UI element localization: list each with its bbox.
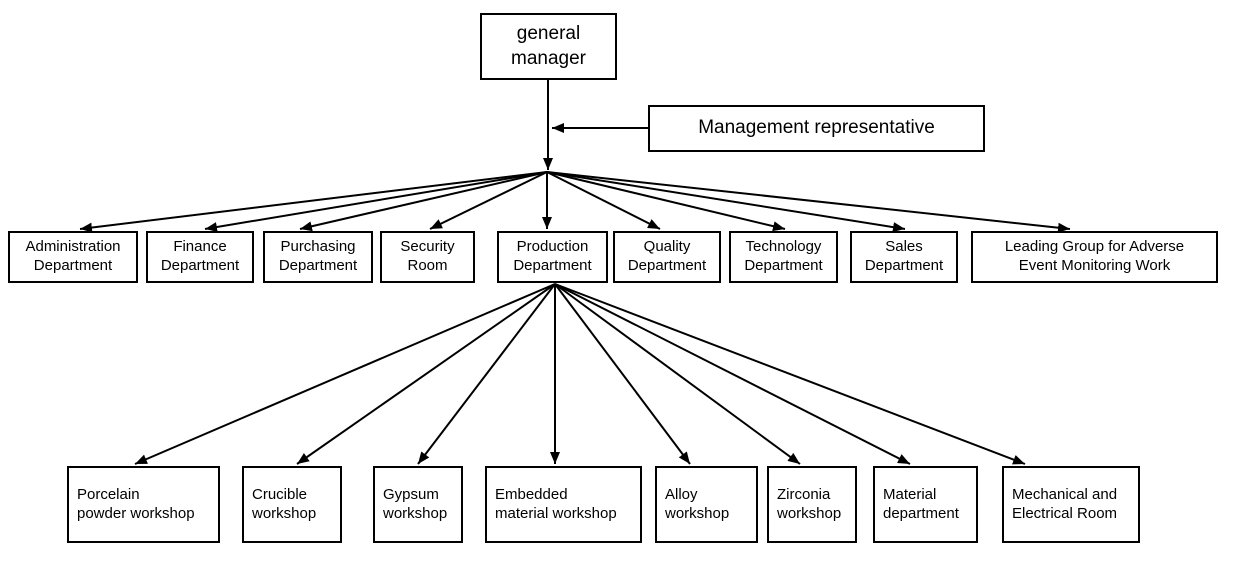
edge-technology (546, 171, 786, 232)
node-sales-department: Sales Department (850, 231, 958, 283)
edge-leading-group (546, 171, 1071, 233)
node-management-representative: Management representative (648, 105, 985, 152)
node-security-room: Security Room (380, 231, 475, 283)
node-embedded-material-workshop: Embedded material workshop (485, 466, 642, 543)
edge-mechanical-electrical-room (554, 283, 1026, 465)
node-mechanical-electrical-room: Mechanical and Electrical Room (1002, 466, 1140, 543)
node-purchasing-department: Purchasing Department (263, 231, 373, 283)
edge-zirconia-workshop (554, 283, 801, 465)
edge-administration (79, 171, 548, 233)
node-production-department: Production Department (497, 231, 608, 283)
node-crucible-workshop: Crucible workshop (242, 466, 342, 543)
edge-purchasing (299, 171, 548, 232)
node-zirconia-workshop: Zirconia workshop (767, 466, 857, 543)
node-material-department: Material department (873, 466, 978, 543)
node-gypsum-workshop: Gypsum workshop (373, 466, 463, 543)
edge-crucible-workshop (296, 283, 556, 465)
edge-material-department (554, 283, 911, 465)
edge-alloy-workshop (554, 283, 691, 465)
node-porcelain-powder-workshop: Porcelain powder workshop (67, 466, 220, 543)
node-administration-department: Administration Department (8, 231, 138, 283)
edge-porcelain-powder-workshop (134, 283, 556, 465)
edge-quality (546, 171, 661, 230)
node-general-manager: general manager (480, 13, 617, 80)
node-leading-group: Leading Group for Adverse Event Monitori… (971, 231, 1218, 283)
edge-security (429, 171, 548, 230)
edge-sales (546, 171, 906, 233)
edge-gypsum-workshop (417, 283, 556, 465)
node-finance-department: Finance Department (146, 231, 254, 283)
node-quality-department: Quality Department (613, 231, 721, 283)
node-alloy-workshop: Alloy workshop (655, 466, 758, 543)
edge-finance (204, 171, 548, 232)
node-technology-department: Technology Department (729, 231, 838, 283)
